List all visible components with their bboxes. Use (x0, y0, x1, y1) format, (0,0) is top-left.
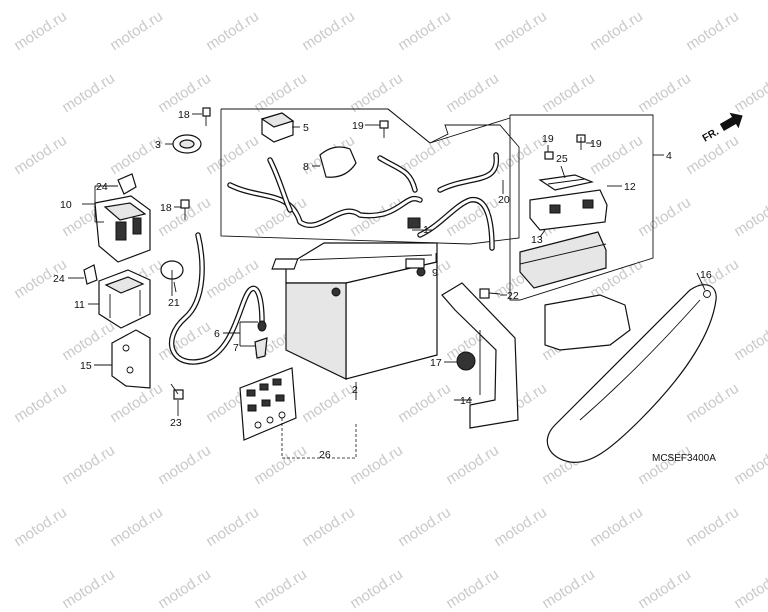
callout-23: 23 (170, 417, 182, 429)
callout-13: 13 (531, 234, 543, 246)
terminal-cover-8 (319, 146, 357, 178)
callout-25: 25 (556, 153, 568, 165)
wire-harness (227, 152, 499, 228)
relay-clip-24b (83, 264, 98, 285)
battery-cable-1 (407, 197, 495, 251)
terminal-holder-13 (529, 189, 608, 231)
frame-link (387, 108, 431, 144)
callout-16: 16 (700, 269, 712, 281)
callout-22: 22 (507, 290, 519, 302)
callout-10: 10 (60, 199, 72, 211)
callout-19a: 19 (352, 120, 364, 132)
relay-11 (98, 269, 151, 329)
terminal-cover-frame (509, 114, 654, 301)
callout-7: 7 (233, 342, 239, 354)
bolt-18b (180, 199, 190, 220)
callout-labels: 1 2 3 4 5 6 7 8 9 10 11 12 13 14 15 16 1… (53, 109, 712, 461)
callout-4: 4 (666, 150, 672, 162)
callout-15: 15 (80, 360, 92, 372)
bolt-23 (170, 383, 184, 400)
callout-18b: 18 (160, 202, 172, 214)
terminal-cap-5 (260, 112, 295, 143)
callout-17: 17 (430, 357, 442, 369)
callout-19c: 19 (590, 138, 602, 150)
clamp-21 (160, 260, 184, 296)
front-direction-indicator: FR. (700, 112, 743, 145)
side-cover-16 (546, 284, 717, 463)
label-26-leader (281, 418, 357, 459)
cable-terminal-7 (254, 337, 268, 359)
relay-10 (94, 195, 151, 263)
battery-parts-diagram: FR. (53, 107, 743, 464)
callout-19b: 19 (542, 133, 554, 145)
battery-bracket-14 (441, 282, 519, 429)
callout-3: 3 (155, 139, 161, 151)
grommet-17 (456, 351, 476, 371)
bolt-22 (479, 288, 501, 299)
callout-26: 26 (319, 449, 331, 461)
callout-6: 6 (214, 328, 220, 340)
relay-bracket-15 (111, 329, 151, 389)
bolt-19a (379, 120, 389, 138)
battery (271, 242, 438, 380)
callout-14: 14 (460, 395, 472, 407)
battery-label-sticker (239, 367, 297, 441)
callout-18a: 18 (178, 109, 190, 121)
drawing-code: MCSEF3400A (652, 453, 716, 464)
front-direction-label: FR. (700, 126, 721, 145)
relay-clip-24a (117, 173, 137, 195)
callout-21: 21 (168, 297, 180, 309)
callout-5: 5 (303, 122, 309, 134)
callout-2: 2 (352, 384, 358, 396)
clamp-3 (172, 134, 202, 154)
callout-8: 8 (303, 161, 309, 173)
battery-box-bracket (544, 294, 631, 351)
front-arrow-icon (719, 112, 743, 131)
terminal-cover-12 (519, 231, 607, 289)
callout-11: 11 (74, 299, 85, 311)
callout-1: 1 (423, 224, 429, 236)
callout-9: 9 (432, 267, 438, 279)
leader-lines (68, 113, 706, 416)
callout-24a: 24 (96, 181, 108, 193)
front-direction-text: FR. (700, 126, 721, 145)
bolt-19b (544, 151, 554, 160)
terminal-cover-25 (538, 174, 595, 191)
frame-link-2 (429, 117, 511, 144)
negative-cable-6 (168, 232, 267, 365)
bolt-18a (202, 107, 211, 126)
callout-20: 20 (498, 194, 510, 206)
callout-24b: 24 (53, 273, 65, 285)
callout-12: 12 (624, 181, 636, 193)
